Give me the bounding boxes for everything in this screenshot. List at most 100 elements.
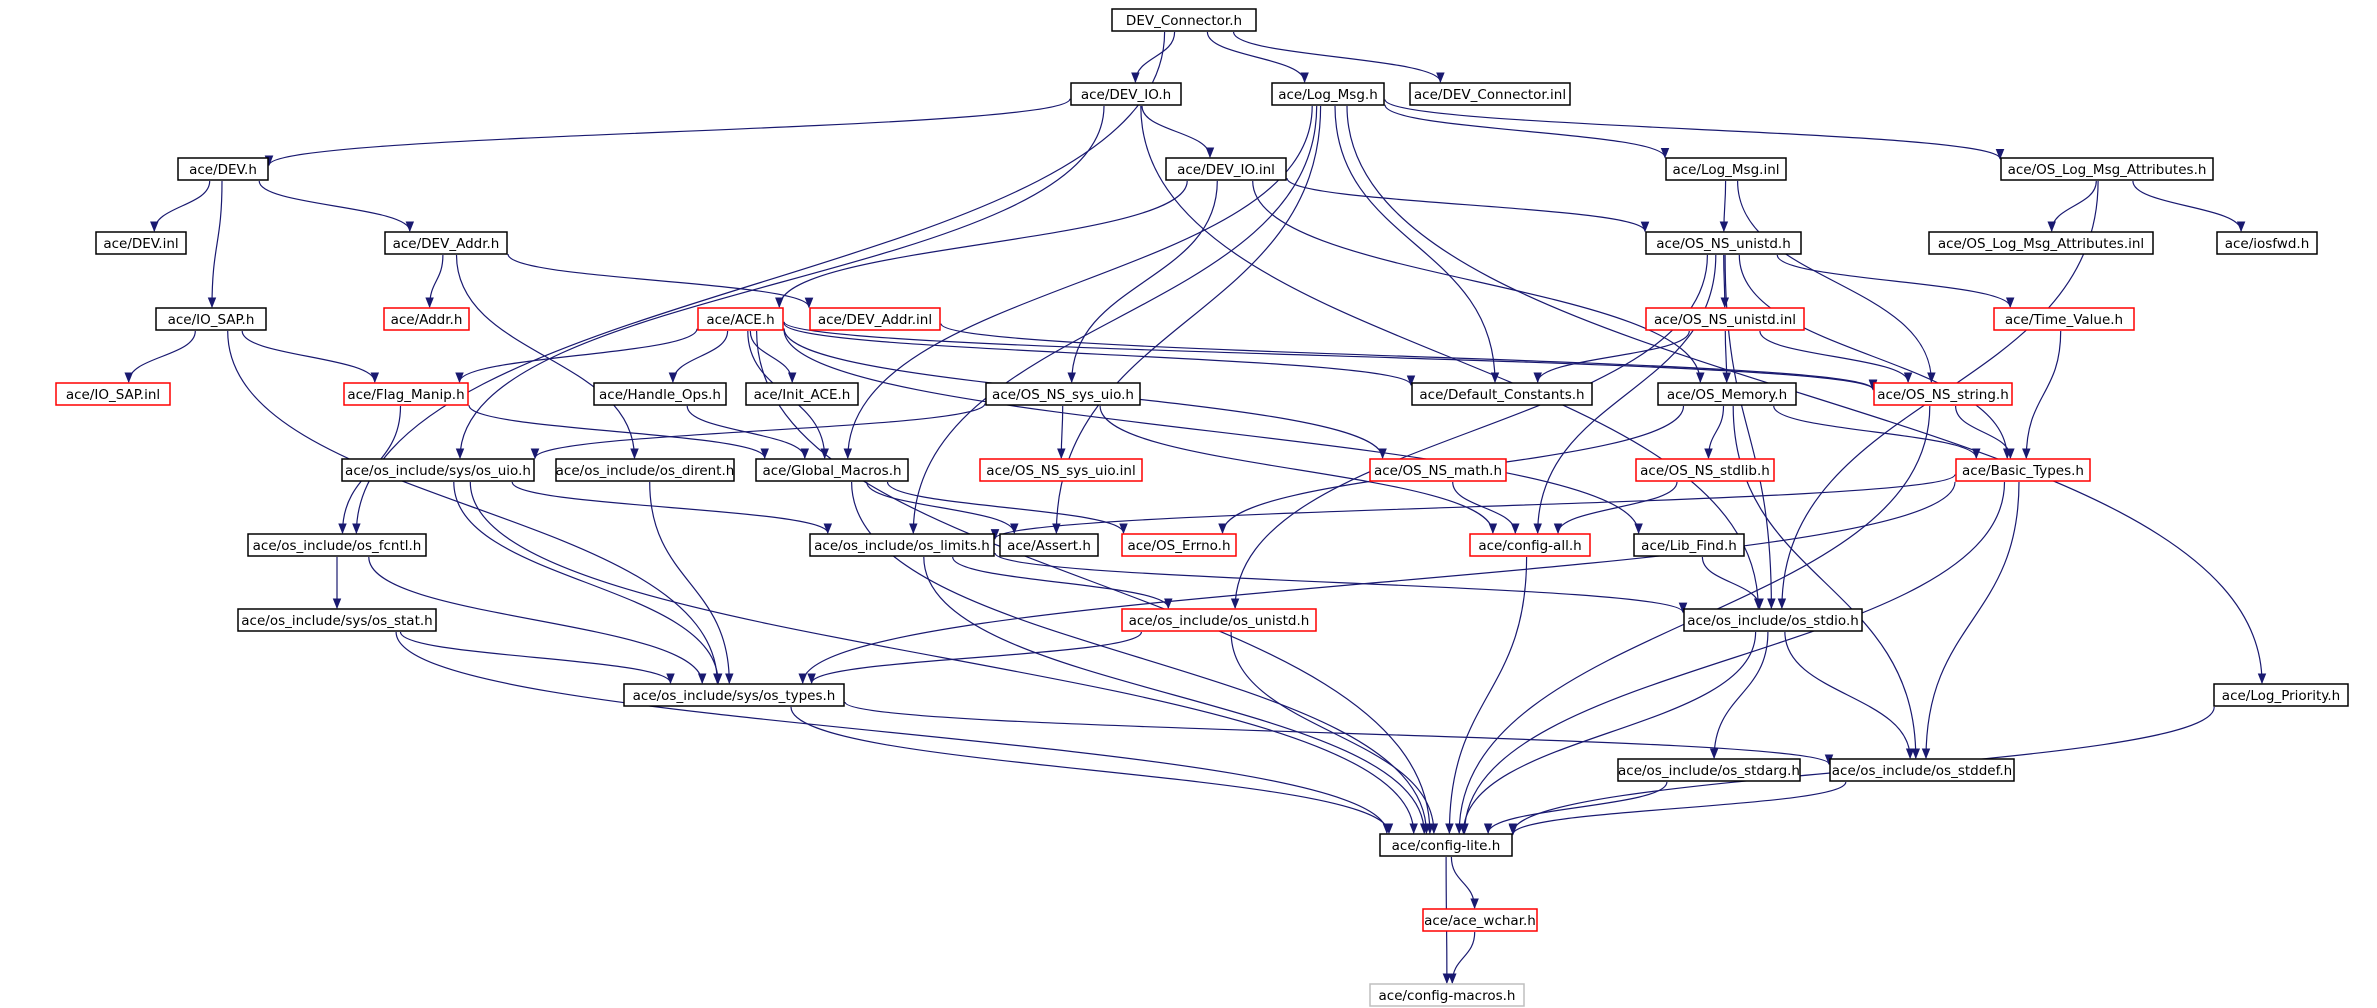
node-box[interactable]	[1683, 608, 1863, 632]
node-os-ns-math-h[interactable]: ace/OS_NS_math.h	[1369, 458, 1507, 482]
node-box[interactable]	[1617, 758, 1801, 782]
node-os-log-msg-attributes-inl[interactable]: ace/OS_Log_Msg_Attributes.inl	[1928, 231, 2154, 255]
node-os-ns-stdlib-h[interactable]: ace/OS_NS_stdlib.h	[1635, 458, 1775, 482]
node-box[interactable]	[1271, 82, 1385, 106]
node-os-ns-sys-uio-inl[interactable]: ace/OS_NS_sys_uio.inl	[979, 458, 1143, 482]
node-io-sap-inl[interactable]: ace/IO_SAP.inl	[55, 382, 171, 406]
node-box[interactable]	[1955, 458, 2091, 482]
node-lib-find-h[interactable]: ace/Lib_Find.h	[1633, 533, 1745, 557]
node-box[interactable]	[809, 533, 995, 557]
node-box[interactable]	[1369, 458, 1507, 482]
node-box[interactable]	[1111, 8, 1257, 32]
node-os-include-os-stdio-h[interactable]: ace/os_include/os_stdio.h	[1683, 608, 1863, 632]
node-os-ns-unistd-inl[interactable]: ace/OS_NS_unistd.inl	[1645, 307, 1805, 331]
node-dev-io-h[interactable]: ace/DEV_IO.h	[1070, 82, 1182, 106]
node-io-sap-h[interactable]: ace/IO_SAP.h	[155, 307, 267, 331]
node-box[interactable]	[745, 382, 859, 406]
node-box[interactable]	[1165, 157, 1287, 181]
node-default-constants-h[interactable]: ace/Default_Constants.h	[1411, 382, 1593, 406]
node-ace-h[interactable]: ace/ACE.h	[697, 307, 784, 331]
node-dev-addr-h[interactable]: ace/DEV_Addr.h	[384, 231, 508, 255]
node-box[interactable]	[1422, 908, 1538, 932]
node-box[interactable]	[1121, 533, 1237, 557]
node-box[interactable]	[383, 307, 470, 331]
node-config-lite-h[interactable]: ace/config-lite.h	[1379, 833, 1513, 857]
node-os-log-msg-attributes-h[interactable]: ace/OS_Log_Msg_Attributes.h	[2000, 157, 2214, 181]
node-os-include-os-stdarg-h[interactable]: ace/os_include/os_stdarg.h	[1617, 758, 1801, 782]
node-box[interactable]	[95, 231, 187, 255]
node-time-value-h[interactable]: ace/Time_Value.h	[1993, 307, 2135, 331]
node-flag-manip-h[interactable]: ace/Flag_Manip.h	[343, 382, 469, 406]
node-box[interactable]	[697, 307, 784, 331]
node-box[interactable]	[1635, 458, 1775, 482]
node-box[interactable]	[341, 458, 535, 482]
node-box[interactable]	[1070, 82, 1182, 106]
node-dev-inl[interactable]: ace/DEV.inl	[95, 231, 187, 255]
node-addr-h[interactable]: ace/Addr.h	[383, 307, 470, 331]
node-ace-wchar-h[interactable]: ace/ace_wchar.h	[1422, 908, 1538, 932]
node-box[interactable]	[177, 157, 269, 181]
node-box[interactable]	[985, 382, 1141, 406]
node-os-include-sys-os-types-h[interactable]: ace/os_include/sys/os_types.h	[623, 683, 845, 707]
node-box[interactable]	[1928, 231, 2154, 255]
node-box[interactable]	[155, 307, 267, 331]
node-box[interactable]	[999, 533, 1099, 557]
node-box[interactable]	[623, 683, 845, 707]
node-box[interactable]	[1645, 231, 1802, 255]
node-box[interactable]	[1411, 382, 1593, 406]
node-box[interactable]	[1121, 608, 1317, 632]
node-global-macros-h[interactable]: ace/Global_Macros.h	[755, 458, 909, 482]
node-box[interactable]	[1469, 533, 1591, 557]
node-os-include-os-limits-h[interactable]: ace/os_include/os_limits.h	[809, 533, 995, 557]
node-box[interactable]	[1657, 382, 1797, 406]
node-box[interactable]	[247, 533, 427, 557]
node-dev-h[interactable]: ace/DEV.h	[177, 157, 269, 181]
node-os-include-sys-os-stat-h[interactable]: ace/os_include/sys/os_stat.h	[237, 608, 437, 632]
node-box[interactable]	[2213, 683, 2349, 707]
node-box[interactable]	[1369, 983, 1525, 1007]
node-box[interactable]	[1379, 833, 1513, 857]
node-box[interactable]	[1829, 758, 2015, 782]
node-box[interactable]	[2000, 157, 2214, 181]
node-os-memory-h[interactable]: ace/OS_Memory.h	[1657, 382, 1797, 406]
node-handle-ops-h[interactable]: ace/Handle_Ops.h	[593, 382, 727, 406]
node-box[interactable]	[1873, 382, 2013, 406]
node-log-priority-h[interactable]: ace/Log_Priority.h	[2213, 683, 2349, 707]
node-dev-connector-h[interactable]: DEV_Connector.h	[1111, 8, 1257, 32]
node-os-include-os-stddef-h[interactable]: ace/os_include/os_stddef.h	[1829, 758, 2015, 782]
node-iosfwd-h[interactable]: ace/iosfwd.h	[2216, 231, 2318, 255]
node-config-macros-h[interactable]: ace/config-macros.h	[1369, 983, 1525, 1007]
node-os-ns-string-h[interactable]: ace/OS_NS_string.h	[1873, 382, 2013, 406]
node-box[interactable]	[809, 307, 941, 331]
node-os-include-sys-os-uio-h[interactable]: ace/os_include/sys/os_uio.h	[341, 458, 535, 482]
node-basic-types-h[interactable]: ace/Basic_Types.h	[1955, 458, 2091, 482]
node-box[interactable]	[755, 458, 909, 482]
node-dev-addr-inl[interactable]: ace/DEV_Addr.inl	[809, 307, 941, 331]
node-dev-connector-inl[interactable]: ace/DEV_Connector.inl	[1409, 82, 1571, 106]
node-log-msg-h[interactable]: ace/Log_Msg.h	[1271, 82, 1385, 106]
node-box[interactable]	[1633, 533, 1745, 557]
node-os-include-os-fcntl-h[interactable]: ace/os_include/os_fcntl.h	[247, 533, 427, 557]
node-box[interactable]	[1665, 157, 1787, 181]
node-os-include-os-unistd-h[interactable]: ace/os_include/os_unistd.h	[1121, 608, 1317, 632]
node-init-ace-h[interactable]: ace/Init_ACE.h	[745, 382, 859, 406]
node-box[interactable]	[979, 458, 1143, 482]
node-box[interactable]	[593, 382, 727, 406]
node-box[interactable]	[343, 382, 469, 406]
node-dev-io-inl[interactable]: ace/DEV_IO.inl	[1165, 157, 1287, 181]
node-config-all-h[interactable]: ace/config-all.h	[1469, 533, 1591, 557]
node-box[interactable]	[237, 608, 437, 632]
node-box[interactable]	[55, 382, 171, 406]
node-box[interactable]	[1993, 307, 2135, 331]
node-assert-h[interactable]: ace/Assert.h	[999, 533, 1099, 557]
node-box[interactable]	[1409, 82, 1571, 106]
node-box[interactable]	[1645, 307, 1805, 331]
node-box[interactable]	[384, 231, 508, 255]
node-box[interactable]	[2216, 231, 2318, 255]
node-log-msg-inl[interactable]: ace/Log_Msg.inl	[1665, 157, 1787, 181]
node-os-ns-sys-uio-h[interactable]: ace/OS_NS_sys_uio.h	[985, 382, 1141, 406]
node-os-ns-unistd-h[interactable]: ace/OS_NS_unistd.h	[1645, 231, 1802, 255]
node-os-errno-h[interactable]: ace/OS_Errno.h	[1121, 533, 1237, 557]
node-os-include-os-dirent-h[interactable]: ace/os_include/os_dirent.h	[555, 458, 735, 482]
node-box[interactable]	[555, 458, 735, 482]
